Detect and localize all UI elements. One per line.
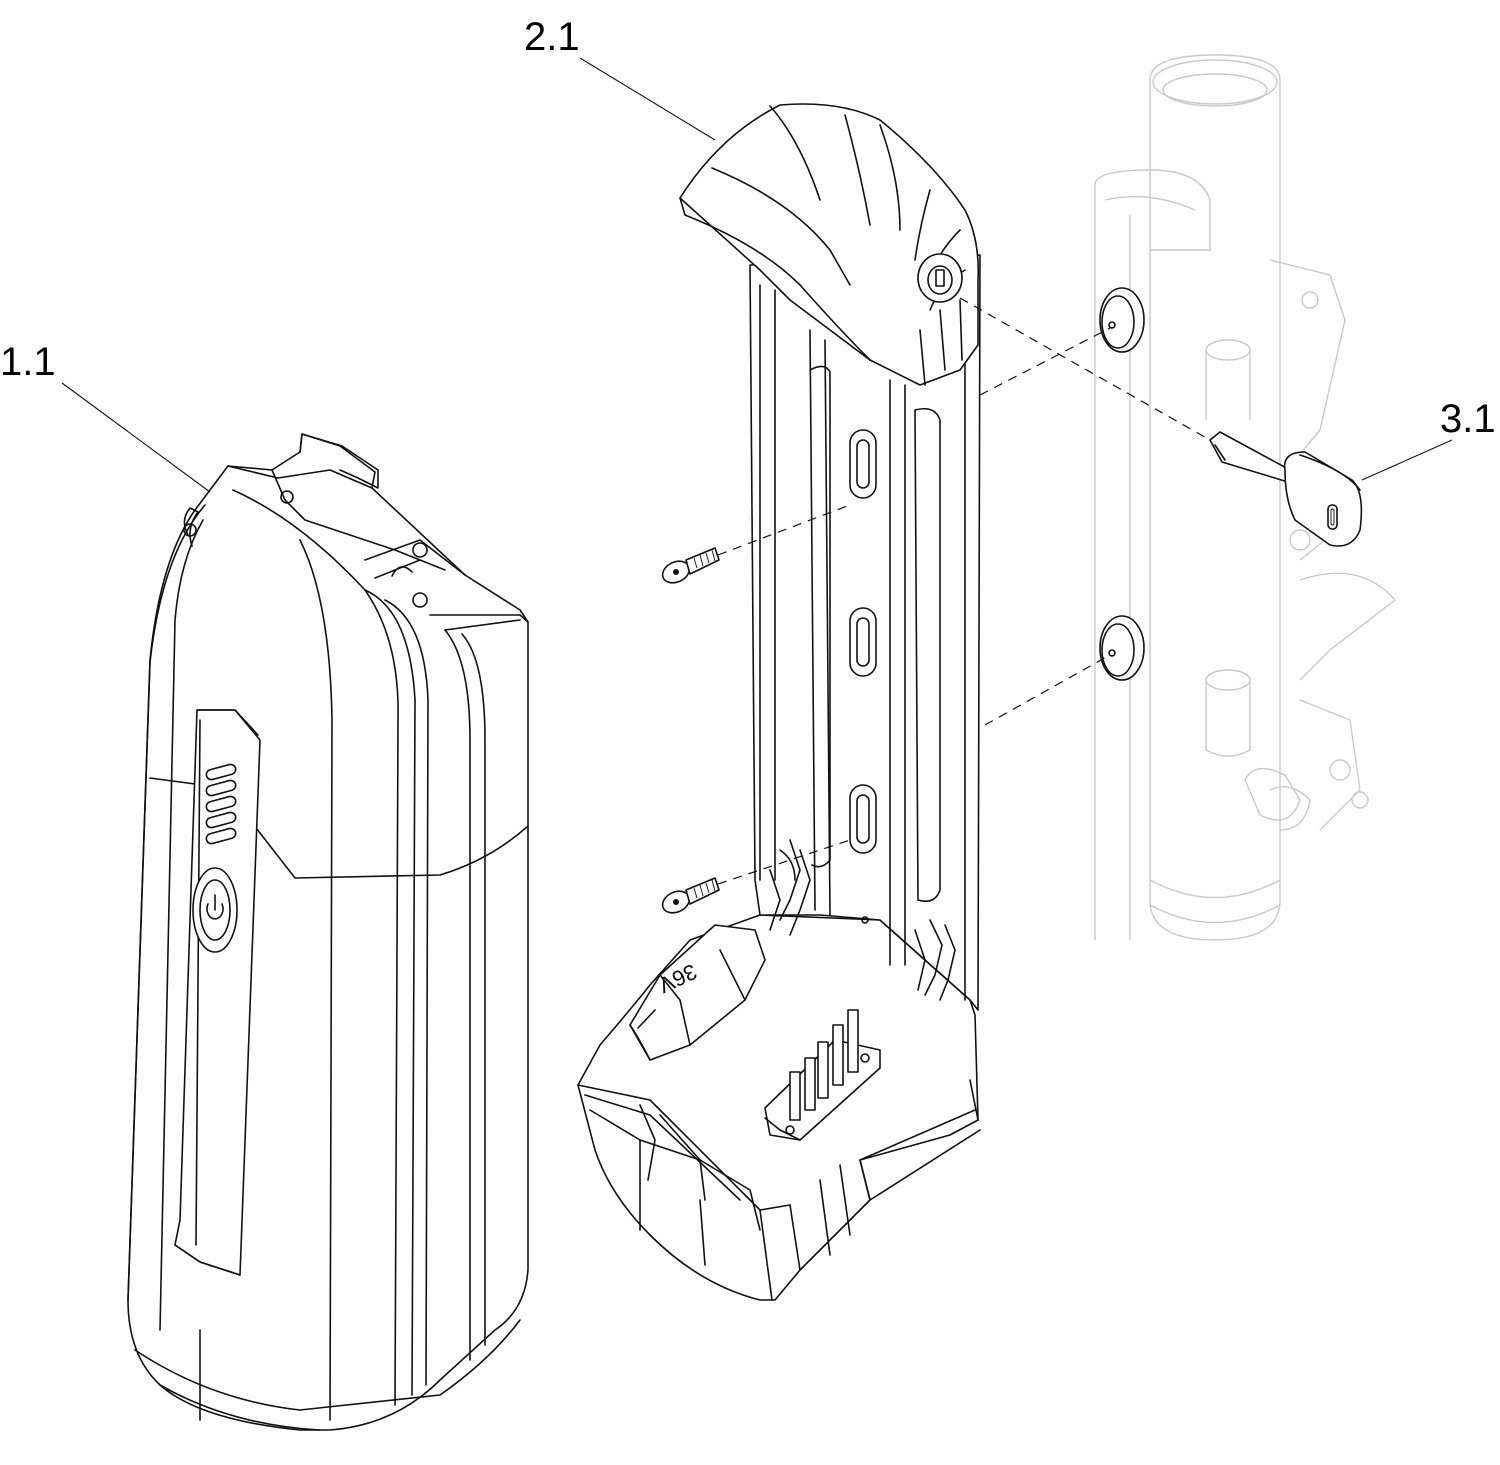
power-button (192, 867, 238, 953)
lock-key (1209, 431, 1363, 547)
callout-label-key: 3.1 (1440, 397, 1496, 441)
battery-pack (127, 433, 529, 1431)
assembly-guide-lines (717, 297, 1211, 885)
frame-tube-ghost (1094, 54, 1397, 941)
frame-boss-upper (1099, 287, 1145, 353)
callout-leaders (61, 57, 1453, 493)
callout-label-mount: 2.1 (524, 15, 580, 59)
frame-boss-lower (1099, 615, 1145, 681)
charge-indicator-leds (205, 763, 237, 845)
callout-label-battery: 1.1 (0, 340, 56, 384)
mounting-screw-lower (661, 877, 720, 914)
battery-mount-bracket: 36V (577, 103, 981, 1301)
mounting-screw-upper (661, 547, 720, 584)
power-icon (206, 894, 224, 920)
